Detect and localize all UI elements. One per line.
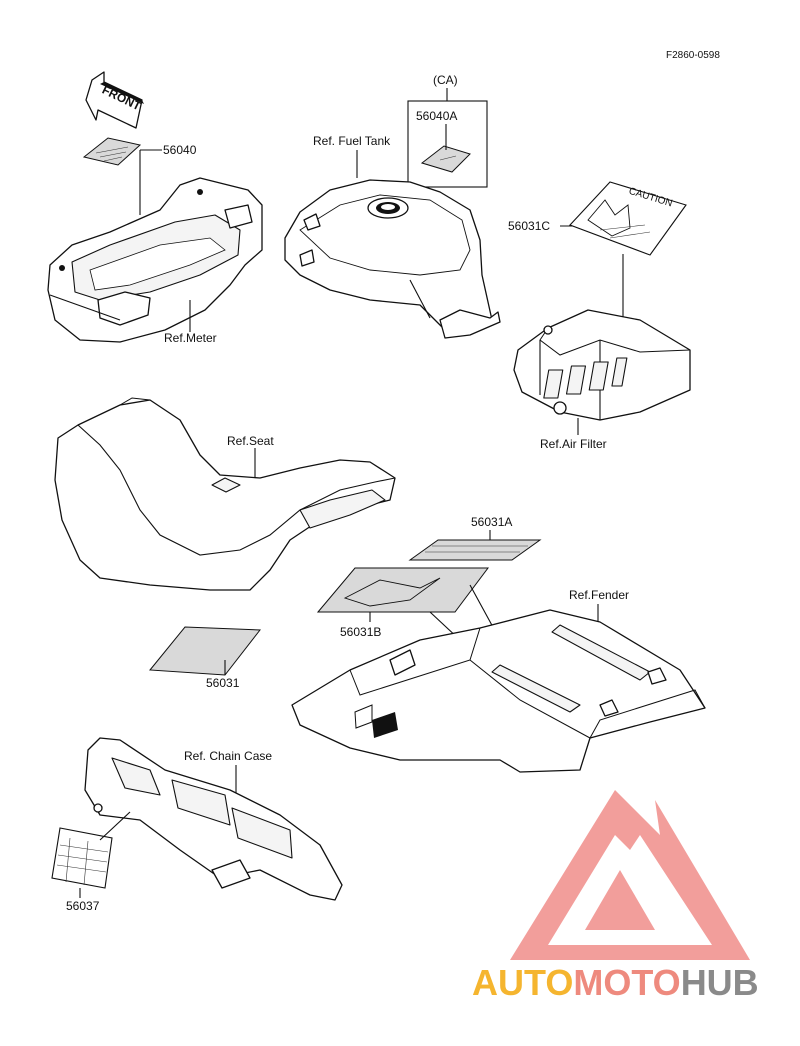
label-56031a-plate	[408, 539, 542, 561]
callout-seat: Ref.Seat	[227, 434, 274, 448]
callout-fuel-tank: Ref. Fuel Tank	[313, 134, 391, 148]
callout-56040: 56040	[163, 143, 197, 157]
watermark-logo	[510, 790, 750, 960]
chain-case-assembly: Ref. Chain Case 56037	[51, 737, 343, 913]
fender: Ref.Fender	[291, 588, 706, 773]
callout-air-filter: Ref.Air Filter	[540, 437, 607, 451]
front-arrow: FRONT	[85, 71, 144, 129]
label-56040a-plate	[420, 145, 471, 173]
meter-assembly: 56040 Ref.Meter	[47, 137, 263, 345]
label-56040-plate	[82, 137, 142, 166]
fuel-tank: Ref. Fuel Tank	[284, 134, 501, 339]
watermark-text: AUTOMOTOHUB	[472, 962, 759, 1003]
callout-56037: 56037	[66, 899, 100, 913]
callout-56031b: 56031B	[340, 625, 381, 639]
diagram-code: F2860-0598	[666, 50, 720, 61]
label-56031b-plate	[316, 567, 489, 613]
callout-56031: 56031	[206, 676, 240, 690]
watermark-moto: MOTO	[573, 962, 680, 1003]
label-56031-plate	[149, 626, 261, 676]
callout-56031c: 56031C	[508, 219, 550, 233]
ca-label-56040a: (CA) 56040A	[407, 73, 488, 188]
callout-56040a: 56040A	[416, 109, 457, 123]
ca-box	[407, 100, 488, 188]
label-56031: 56031	[149, 626, 261, 690]
labels-56031a-56031b: 56031A 56031B	[316, 515, 542, 641]
seat: Ref.Seat	[54, 397, 396, 591]
callout-56031a: 56031A	[471, 515, 512, 529]
label-56031c-plate	[569, 181, 687, 256]
watermark-hub: HUB	[681, 962, 759, 1003]
callout-chain-case: Ref. Chain Case	[184, 749, 272, 763]
air-filter-assembly: 56031C CAUTION Ref.Air Filter	[508, 181, 691, 451]
watermark-auto: AUTO	[472, 962, 573, 1003]
callout-ca: (CA)	[433, 73, 458, 87]
callout-fender: Ref.Fender	[569, 588, 629, 602]
callout-meter: Ref.Meter	[164, 331, 217, 345]
